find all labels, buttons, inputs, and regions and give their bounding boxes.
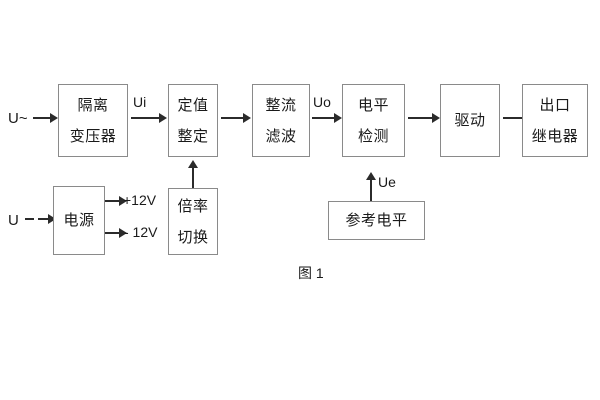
block-setting-value: 定值 整定 — [168, 84, 218, 157]
supply-positive-label: +12V — [123, 192, 157, 208]
block-rectify-filter: 整流 滤波 — [252, 84, 310, 157]
block-power-supply-line-1: 电源 — [63, 212, 95, 229]
block-isolation-transformer-line-2: 变压器 — [69, 127, 117, 145]
supply-negative-label: - 12V — [124, 224, 158, 240]
block-reference-level-line-1: 参考电平 — [345, 212, 408, 229]
block-multiplier-switch-line-1: 倍率 — [177, 197, 209, 215]
signal-uo-label: Uo — [313, 94, 331, 110]
arrow-input-to-isolation-transformer — [33, 113, 58, 123]
arrow-multiplier-switch-to-setting-value — [188, 160, 198, 188]
block-drive-line-1: 驱动 — [454, 112, 486, 129]
block-power-supply: 电源 — [53, 186, 105, 255]
arrow-supply-negative — [105, 228, 127, 238]
block-setting-value-line-1: 定值 — [177, 96, 209, 114]
arrow-supply-positive — [105, 196, 127, 206]
input-dc-label: U — [8, 212, 19, 229]
block-isolation-transformer: 隔离 变压器 — [58, 84, 128, 157]
arrow-isolation-transformer-to-setting-value — [131, 113, 167, 123]
block-level-detection-line-2: 检测 — [357, 127, 389, 145]
block-level-detection-line-1: 电平 — [357, 96, 389, 114]
block-multiplier-switch-line-2: 切换 — [177, 228, 209, 246]
block-output-relay-line-2: 继电器 — [531, 127, 579, 145]
arrow-level-detection-to-drive — [408, 113, 440, 123]
block-drive: 驱动 — [440, 84, 500, 157]
figure-caption: 图 1 — [298, 265, 324, 281]
block-level-detection: 电平 检测 — [342, 84, 405, 157]
arrow-rectify-filter-to-level-detection — [312, 113, 342, 123]
block-setting-value-line-2: 整定 — [177, 127, 209, 145]
input-dc-dash — [25, 218, 34, 220]
block-reference-level: 参考电平 — [328, 201, 425, 240]
signal-ui-label: Ui — [133, 94, 147, 110]
input-ac-label: U~ — [8, 110, 28, 127]
arrow-setting-value-to-rectify-filter — [221, 113, 251, 123]
block-multiplier-switch: 倍率 切换 — [168, 188, 218, 255]
signal-ue-label: Ue — [378, 174, 396, 190]
arrow-reference-level-to-level-detection — [366, 172, 376, 201]
block-rectify-filter-line-2: 滤波 — [265, 127, 297, 145]
arrow-input-dc-to-power-supply — [38, 214, 56, 224]
block-rectify-filter-line-1: 整流 — [265, 96, 297, 114]
block-output-relay-line-1: 出口 — [539, 96, 571, 114]
block-isolation-transformer-line-1: 隔离 — [77, 96, 109, 114]
block-output-relay: 出口 继电器 — [522, 84, 588, 157]
